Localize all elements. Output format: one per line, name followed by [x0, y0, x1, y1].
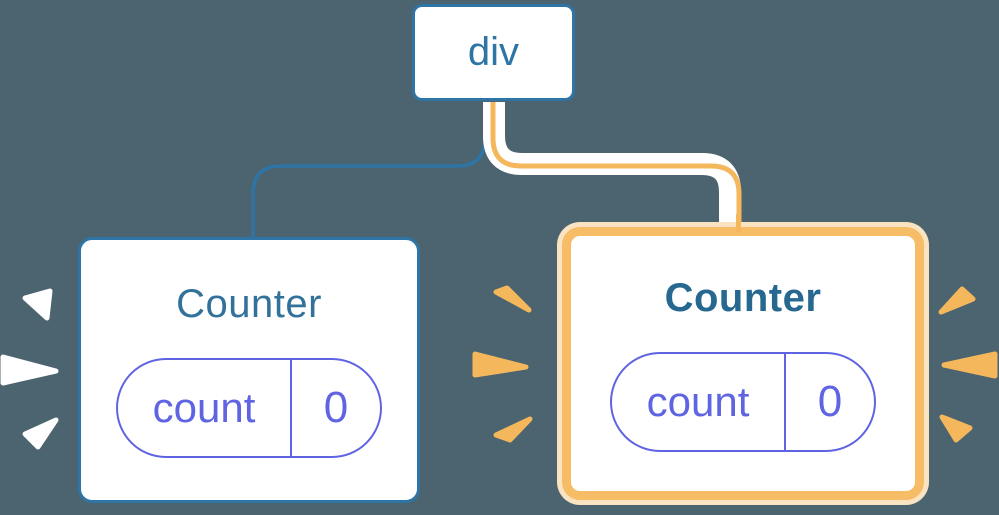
burst-ray-icon [0, 354, 59, 386]
edge-root-to-left-counter [251, 102, 487, 239]
burst-ray-icon [938, 286, 976, 315]
state-value: 0 [817, 377, 843, 426]
state-pill: count 0 [116, 358, 382, 458]
state-key: count [152, 384, 256, 431]
burst-ray-icon [493, 416, 533, 443]
state-pill: count 0 [610, 352, 876, 452]
burst-group-left-white [0, 288, 59, 450]
root-node-div: div [412, 4, 575, 101]
burst-group-right-orange [938, 286, 998, 443]
burst-ray-icon [22, 288, 53, 321]
burst-ray-icon [22, 417, 59, 450]
burst-group-middle-orange [472, 285, 533, 443]
counter-card-right-highlighted: Counter count 0 [562, 227, 924, 500]
state-key: count [646, 378, 750, 425]
counter-card-left: Counter count 0 [78, 237, 420, 503]
burst-ray-icon [472, 351, 529, 378]
edge-highlight-cap [736, 214, 741, 232]
root-node-label: div [467, 30, 520, 74]
counter-title: Counter [176, 282, 322, 326]
burst-ray-icon [939, 414, 973, 443]
state-value: 0 [323, 383, 349, 432]
edge-root-to-right-counter-highlight [490, 102, 742, 230]
state-divider [290, 360, 292, 456]
burst-ray-icon [493, 285, 532, 313]
burst-ray-icon [941, 351, 998, 379]
counter-title: Counter [664, 276, 822, 320]
state-divider [784, 354, 786, 450]
